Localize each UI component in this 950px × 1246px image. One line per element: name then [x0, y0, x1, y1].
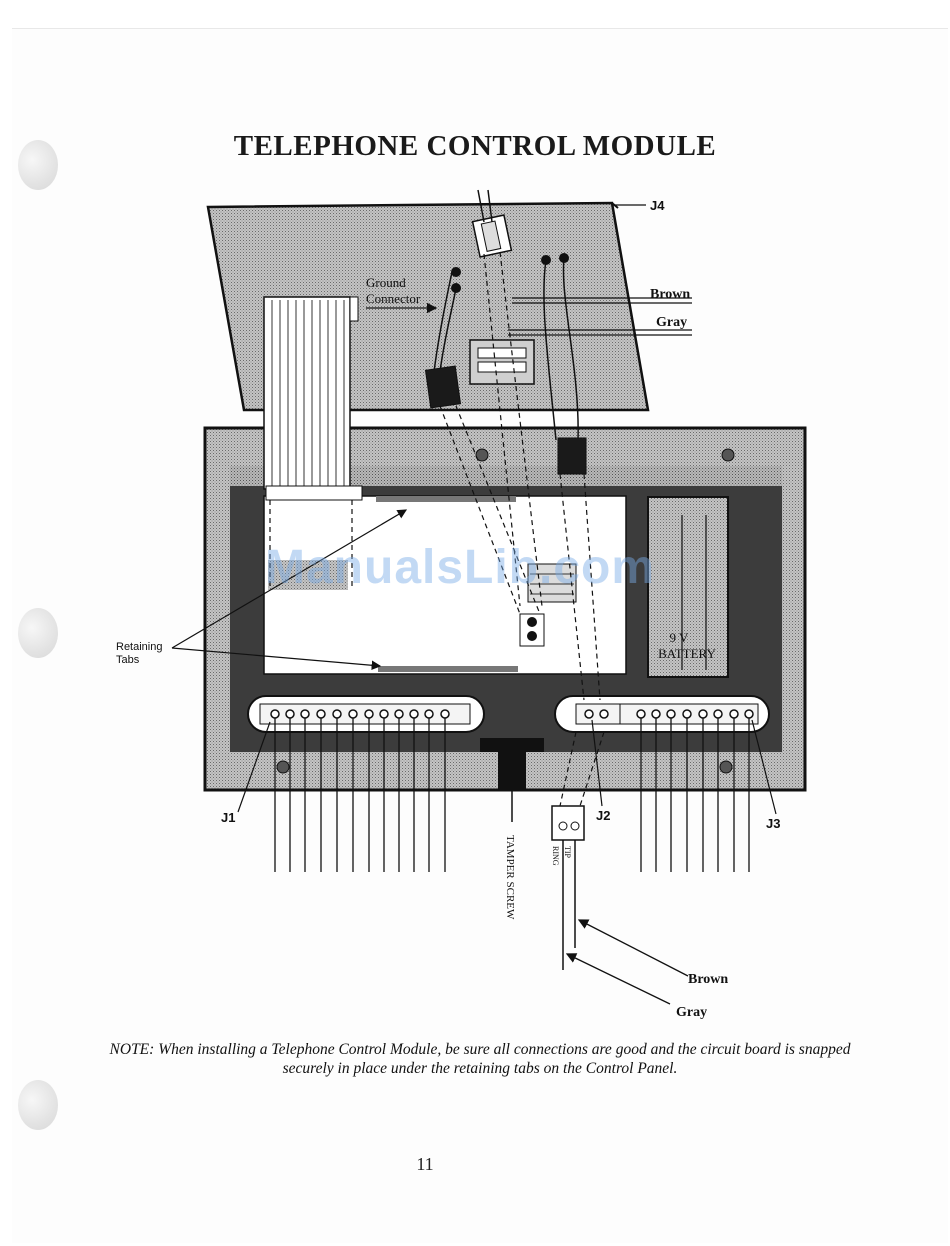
ring-label: RING: [551, 846, 560, 866]
j1-label: J1: [221, 810, 235, 825]
note-lead: NOTE:: [109, 1041, 155, 1058]
gray-bottom-label: Gray: [676, 1005, 707, 1020]
j3-wires: [640, 718, 750, 872]
retaining-label-line1: Retaining: [116, 641, 162, 653]
page-title: TELEPHONE CONTROL MODULE: [233, 130, 717, 162]
j4-wires: [477, 189, 493, 223]
alignment-dashes: [269, 251, 605, 807]
page-number: 11: [416, 1154, 434, 1174]
retaining-label-line2: Tabs: [116, 654, 140, 666]
circuit-board-area: [263, 495, 627, 675]
binder-hole-bottom: [18, 1080, 58, 1130]
ribbon-cable: [263, 296, 363, 501]
ground-label-line2: Connector: [366, 291, 421, 306]
terminal-strip-j1: [247, 695, 485, 733]
binder-hole-top: [18, 140, 58, 190]
battery-compartment: 9 V BATTERY: [647, 496, 729, 678]
j1-wires: [274, 718, 446, 872]
j4-label: J4: [650, 198, 665, 213]
j2-label: J2: [596, 808, 610, 823]
brown-top-label: Brown: [650, 287, 690, 302]
terminal-strip-j2-j3: [554, 695, 770, 733]
gray-top-label: Gray: [656, 315, 687, 330]
battery-voltage-label: 9 V: [670, 630, 690, 645]
battery-label: BATTERY: [658, 646, 716, 661]
ground-plug: [424, 271, 462, 409]
installation-note: NOTE: When installing a Telephone Contro…: [90, 1040, 870, 1078]
tip-label: TIP: [563, 846, 572, 859]
j3-label: J3: [766, 816, 780, 831]
ground-label-line1: Ground: [366, 275, 406, 290]
note-text: When installing a Telephone Control Modu…: [154, 1041, 851, 1077]
tip-ring-connector: [551, 805, 585, 970]
tamper-screw-label: TAMPER SCREW: [504, 835, 516, 920]
binder-hole-middle: [18, 608, 58, 658]
watermark: ManualsLib.com: [265, 541, 656, 594]
tamper-screw: [480, 738, 544, 822]
top-leaders: [508, 204, 692, 336]
brown-bottom-label: Brown: [688, 972, 728, 987]
